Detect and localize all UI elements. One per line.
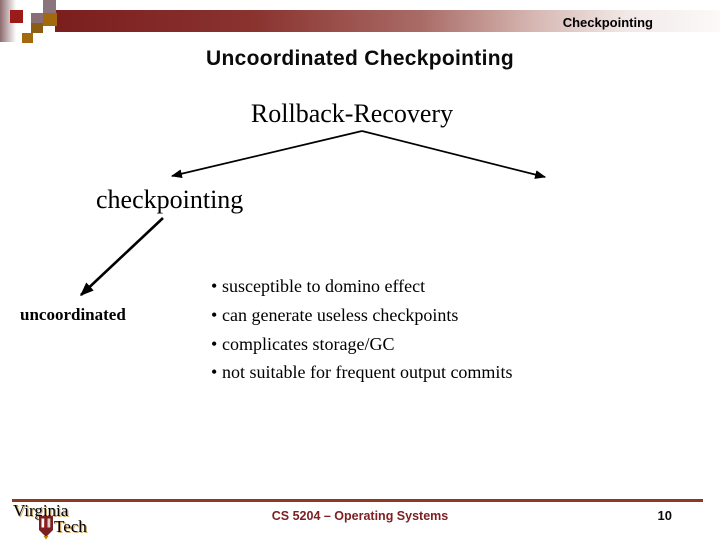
diagram-root-label: Rollback-Recovery xyxy=(250,99,454,128)
shield-icon xyxy=(39,516,53,540)
logo-virginia-text: Virginia xyxy=(13,501,69,520)
bullet-glyph: • xyxy=(211,362,218,383)
bullet-list: • susceptible to domino effect • can gen… xyxy=(211,272,512,387)
bullet-glyph: • xyxy=(211,304,218,325)
arrow-checkpointing-to-uncoordinated xyxy=(79,217,164,296)
bullet-glyph: • xyxy=(211,333,218,354)
header-gradient-bar xyxy=(55,10,720,32)
bullet-text: susceptible to domino effect xyxy=(222,276,426,296)
bullet-text: complicates storage/GC xyxy=(222,333,395,354)
deco-square-darkgold xyxy=(31,23,43,33)
deco-square-gray xyxy=(43,0,56,13)
deco-square-red xyxy=(10,10,23,23)
footer-divider xyxy=(12,499,703,502)
deco-square-gold xyxy=(43,13,57,26)
diagram-node-uncoordinated: uncoordinated xyxy=(20,305,126,324)
bullet-glyph: • xyxy=(211,276,218,296)
bullet-item: • susceptible to domino effect xyxy=(211,272,512,301)
bullet-item: • not suitable for frequent output commi… xyxy=(211,358,512,387)
footer-course-title: CS 5204 – Operating Systems xyxy=(271,509,449,523)
logo-tech-text: Tech xyxy=(54,517,87,536)
arrow-root-to-checkpointing xyxy=(170,130,363,178)
bullet-item: • can generate useless checkpoints xyxy=(211,301,512,330)
page-title: Uncoordinated Checkpointing xyxy=(206,47,514,70)
arrow-root-to-right xyxy=(361,130,547,179)
diagram-node-checkpointing: checkpointing xyxy=(96,185,244,214)
bullet-text: not suitable for frequent output commits xyxy=(222,362,513,383)
deco-square-gold-small xyxy=(22,33,33,43)
bullet-item: • complicates storage/GC xyxy=(211,330,512,359)
bullet-text: can generate useless checkpoints xyxy=(222,304,459,325)
page-number: 10 xyxy=(657,508,672,523)
section-header: Checkpointing xyxy=(562,15,653,30)
virginia-tech-logo: Virginia Tech xyxy=(12,501,107,540)
deco-square-mauve xyxy=(31,13,43,23)
